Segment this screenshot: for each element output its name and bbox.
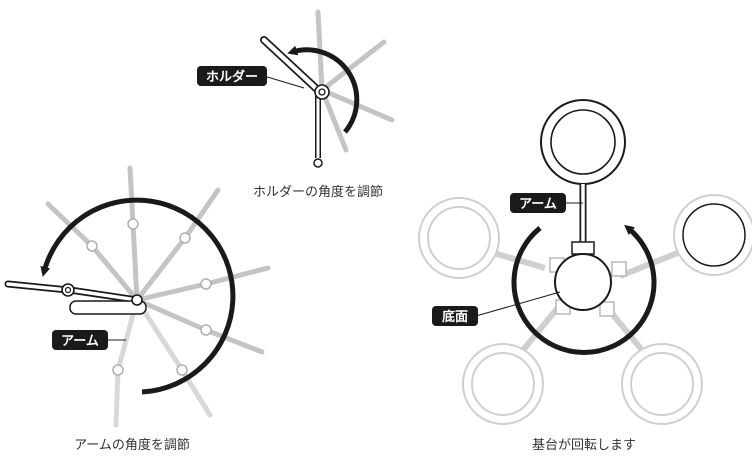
holder-label-tag: ホルダー xyxy=(197,66,267,86)
holder-label-text: ホルダー xyxy=(206,69,258,85)
base-figure: アーム 底面 基台が回転します xyxy=(418,99,752,453)
base-rotation-arrow xyxy=(511,224,657,355)
base-disk xyxy=(554,253,612,311)
base-arm-label-tag: アーム xyxy=(510,193,566,213)
base-caption: 基台が回転します xyxy=(532,438,636,453)
holder-stem xyxy=(313,96,323,168)
arm-caption: アームの角度を調節 xyxy=(74,437,190,453)
arm-dark xyxy=(4,280,141,304)
base-ghost-rings xyxy=(418,194,752,425)
holder-figure: ホルダー ホルダーの角度を調節 xyxy=(197,9,395,200)
arm-rotation-arrow xyxy=(40,197,236,395)
base-arm-rod xyxy=(571,184,595,255)
base-arm-label-text: アーム xyxy=(519,197,557,212)
base-label-tag: 底面 xyxy=(432,306,478,326)
holder-rotation-arrow xyxy=(287,45,360,134)
arm-label-tag: アーム xyxy=(52,330,108,350)
arm-label-text: アーム xyxy=(61,334,99,349)
base-label-text: 底面 xyxy=(442,309,468,325)
arm-ghost-pivots xyxy=(86,218,212,376)
arm-figure: アーム アームの角度を調節 xyxy=(4,165,271,453)
holder-arm xyxy=(260,36,330,100)
base-ghost-blocks xyxy=(549,257,627,317)
base-top-ring xyxy=(540,99,626,185)
holder-caption: ホルダーの角度を調節 xyxy=(253,184,383,200)
arm-base-bar xyxy=(69,300,147,315)
